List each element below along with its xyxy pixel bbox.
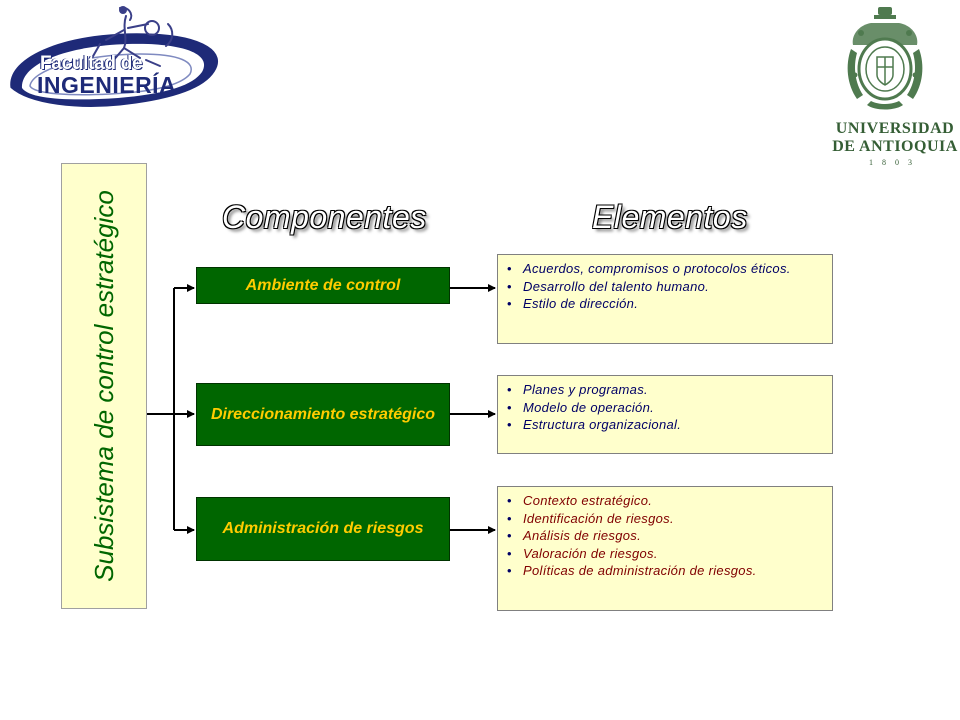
list-item: •Contexto estratégico. (507, 493, 653, 508)
bullet-icon: • (507, 296, 512, 311)
elements-box-riesgos: •Contexto estratégico. •Identificación d… (497, 486, 833, 611)
university-founding-year: 1803 (869, 158, 921, 167)
faculty-name-line2: INGENIERÍA (37, 72, 177, 98)
bullet-icon: • (507, 528, 512, 543)
subsystem-box (61, 163, 147, 609)
component-label: Ambiente de control (245, 276, 401, 294)
list-item: •Identificación de riesgos. (507, 510, 674, 526)
bullet-icon: • (507, 382, 512, 397)
university-name-line2: DE ANTIOQUIA (832, 138, 958, 155)
bullet-icon: • (507, 563, 512, 578)
list-item: •Valoración de riesgos. (507, 545, 658, 561)
components-header: Componentes (222, 199, 427, 235)
bullet-icon: • (507, 278, 512, 294)
faculty-logo-graphic (9, 6, 220, 108)
faculty-name-line1: Facultad de (40, 53, 143, 74)
component-box-riesgos: Administración de riesgos (196, 497, 450, 561)
list-item: •Planes y programas. (507, 382, 648, 397)
elements-box-ambiente: •Acuerdos, compromisos o protocolos étic… (497, 254, 833, 344)
bullet-icon: • (507, 417, 512, 432)
bullet-icon: • (507, 545, 512, 561)
bullet-icon: • (507, 261, 512, 276)
bullet-icon: • (507, 493, 512, 508)
university-name-line1: UNIVERSIDAD (835, 120, 955, 137)
bullet-icon: • (507, 510, 512, 526)
component-box-direccionamiento: Direccionamiento estratégico (196, 383, 450, 446)
list-item: •Desarrollo del talento humano. (507, 278, 710, 294)
list-item: •Estilo de dirección. (507, 296, 639, 311)
list-item: •Acuerdos, compromisos o protocolos étic… (507, 261, 791, 276)
list-item: •Estructura organizacional. (507, 417, 682, 432)
subsystem-title: Subsistema de control estratégico (89, 190, 119, 582)
bullet-icon: • (507, 399, 512, 415)
list-item: •Modelo de operación. (507, 399, 655, 415)
university-seal-icon (847, 7, 923, 110)
elements-header: Elementos (592, 199, 748, 235)
component-label: Direccionamiento estratégico (210, 405, 436, 423)
list-item: •Políticas de administración de riesgos. (507, 563, 757, 578)
elements-box-direccionamiento: •Planes y programas. •Modelo de operació… (497, 375, 833, 454)
component-box-ambiente: Ambiente de control (196, 267, 450, 304)
list-item: •Análisis de riesgos. (507, 528, 641, 543)
component-label: Administración de riesgos (222, 520, 424, 537)
